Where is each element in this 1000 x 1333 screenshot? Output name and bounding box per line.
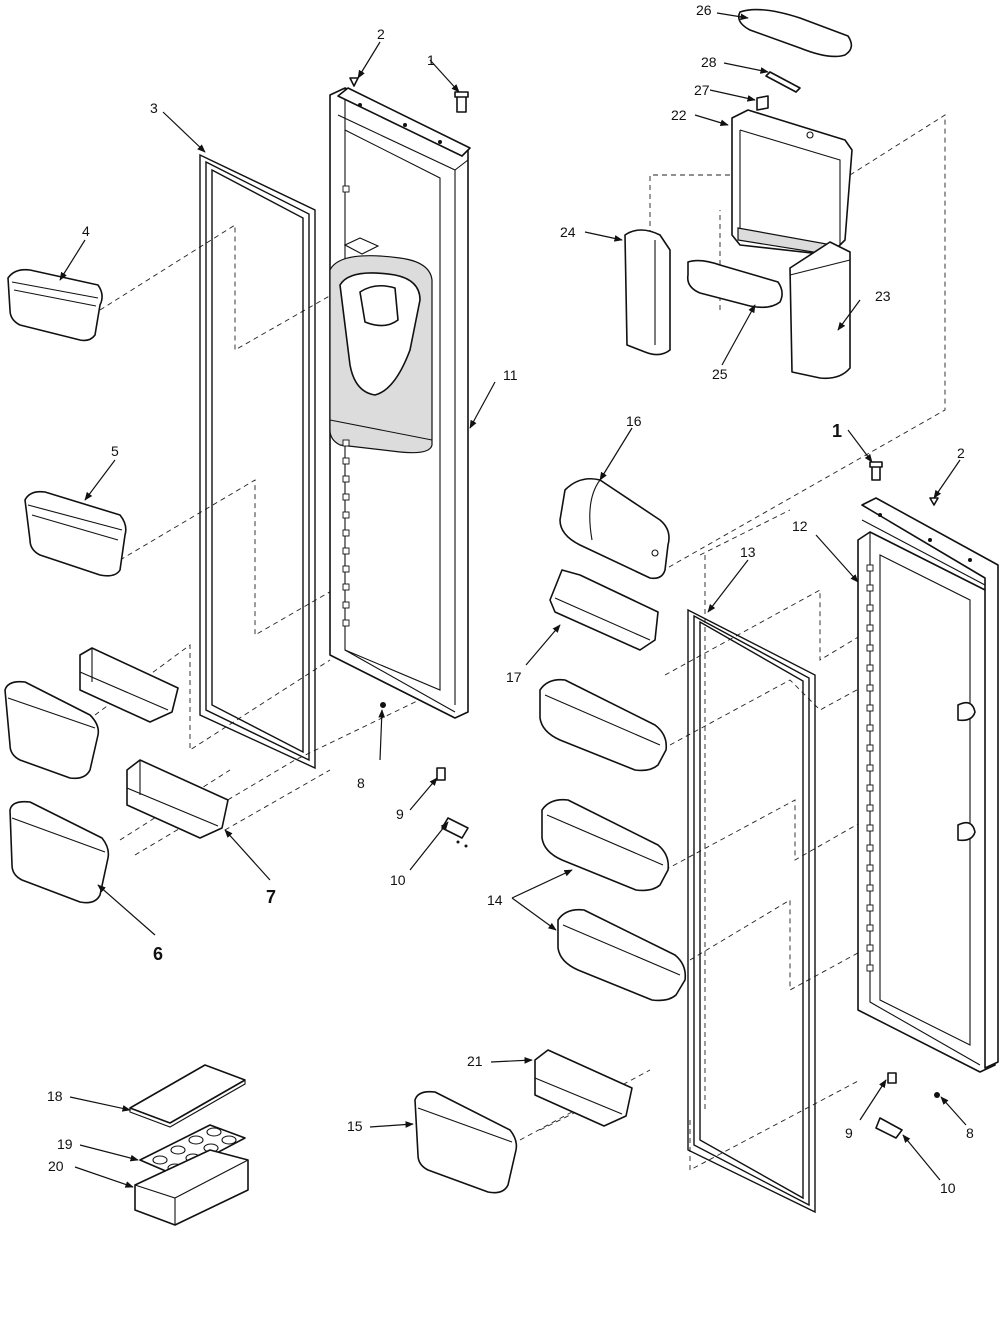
callout-1-left: 1 <box>427 52 435 68</box>
callout-9-right: 9 <box>845 1125 853 1141</box>
callout-18: 18 <box>47 1088 63 1104</box>
fresh-food-door-gasket <box>687 608 816 1214</box>
callout-2-right: 2 <box>957 445 965 461</box>
callout-25: 25 <box>712 366 728 382</box>
callout-10-right: 10 <box>940 1180 956 1196</box>
callout-7: 7 <box>266 887 276 907</box>
freezer-door-gasket <box>199 153 316 770</box>
freezer-door-panel <box>329 87 471 719</box>
callout-27: 27 <box>694 82 710 98</box>
fresh-food-door-panel <box>857 497 999 1073</box>
rack-part-17 <box>549 569 659 651</box>
callout-14: 14 <box>487 892 503 908</box>
callout-2-left: 2 <box>377 26 385 42</box>
callout-13: 13 <box>740 544 756 560</box>
callout-19: 19 <box>57 1136 73 1152</box>
callout-28: 28 <box>701 54 717 70</box>
bin-part-5 <box>24 490 127 577</box>
callout-22: 22 <box>671 107 687 123</box>
bin-part-6-upper <box>4 680 100 780</box>
callout-15: 15 <box>347 1118 363 1134</box>
right-hardware <box>869 461 940 1139</box>
callout-5: 5 <box>111 443 119 459</box>
callout-6: 6 <box>153 944 163 964</box>
callout-8-left: 8 <box>357 775 365 791</box>
callout-23: 23 <box>875 288 891 304</box>
egg-tray-assembly <box>129 1064 249 1226</box>
callout-10-left: 10 <box>390 872 406 888</box>
callout-4: 4 <box>82 223 90 239</box>
callout-3: 3 <box>150 100 158 116</box>
callout-labels: 1 2 3 4 5 6 7 8 9 10 11 1 2 12 13 14 15 … <box>47 2 974 1196</box>
callout-9-left: 9 <box>396 806 404 822</box>
left-hardware <box>349 77 469 848</box>
fresh-food-door-shelf-slots <box>866 564 874 972</box>
bin-part-15 <box>414 1090 518 1194</box>
callout-24: 24 <box>560 224 576 240</box>
rack-part-7-upper <box>79 647 179 723</box>
ice-bin-assembly <box>624 8 853 380</box>
callout-8-right: 8 <box>966 1125 974 1141</box>
callout-26: 26 <box>696 2 712 18</box>
freezer-door-shelf-slots <box>342 185 350 627</box>
callout-11: 11 <box>503 367 518 383</box>
callout-16: 16 <box>626 413 642 429</box>
callout-20: 20 <box>48 1158 64 1174</box>
rack-part-7 <box>126 759 229 839</box>
callout-1-right: 1 <box>832 421 842 441</box>
bin-part-14-c <box>557 908 687 1002</box>
callout-12: 12 <box>792 518 808 534</box>
bin-part-6 <box>9 800 110 904</box>
bin-part-14-b <box>541 798 670 892</box>
bin-part-4 <box>7 268 103 342</box>
leader-lines <box>59 12 967 1188</box>
callout-17: 17 <box>506 669 522 685</box>
dairy-compartment-part-16 <box>559 477 670 580</box>
callout-21: 21 <box>467 1053 483 1069</box>
rack-part-21 <box>534 1049 633 1127</box>
bin-part-14-a <box>539 678 668 772</box>
